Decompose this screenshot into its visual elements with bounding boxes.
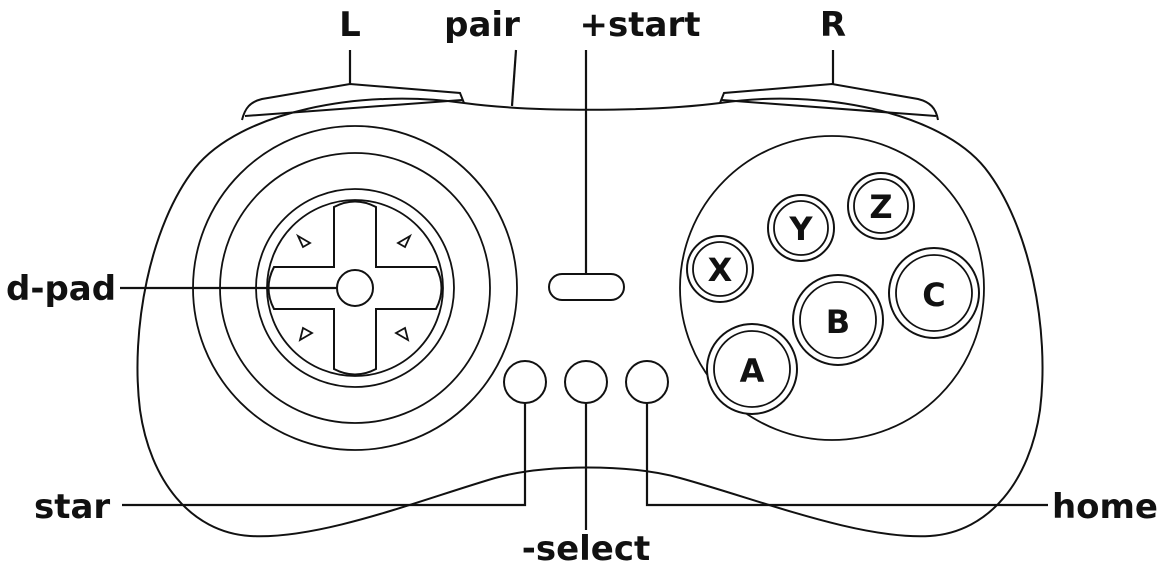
- dpad-triangle-up-right: [396, 233, 412, 249]
- face-button-b[interactable]: B: [792, 274, 884, 366]
- face-button-y[interactable]: Y: [767, 194, 835, 262]
- dpad-triangle-down-left: [298, 326, 314, 342]
- face-buttons-ring: [679, 135, 985, 441]
- face-button-c[interactable]: C: [888, 247, 980, 339]
- star-button[interactable]: [503, 360, 547, 404]
- label-dpad: d-pad: [6, 269, 116, 309]
- face-button-a[interactable]: A: [706, 323, 798, 415]
- controller-body: [136, 97, 1044, 538]
- leader-star: [122, 403, 527, 507]
- right-shoulder-button: [719, 82, 939, 121]
- label-star: star: [34, 487, 110, 527]
- dpad-triangle-up-left: [296, 233, 312, 249]
- label-home: home: [1052, 487, 1158, 527]
- leader-pair: [510, 49, 518, 107]
- label-start: +start: [580, 5, 701, 45]
- start-button[interactable]: [548, 273, 625, 301]
- svg-text:Y: Y: [788, 210, 813, 248]
- label-select: -select: [522, 529, 651, 569]
- label-pair: pair: [444, 5, 520, 45]
- svg-text:Z: Z: [869, 188, 892, 226]
- left-shoulder-button: [241, 82, 465, 121]
- face-button-x[interactable]: X: [686, 235, 754, 303]
- face-button-z[interactable]: Z: [847, 172, 915, 240]
- home-button[interactable]: [625, 360, 669, 404]
- label-l: L: [339, 5, 361, 45]
- svg-text:B: B: [826, 303, 850, 341]
- svg-text:X: X: [708, 251, 733, 289]
- svg-text:A: A: [740, 352, 765, 390]
- svg-text:C: C: [922, 276, 945, 314]
- leader-home: [645, 403, 1048, 507]
- dpad-triangle-down-right: [394, 326, 410, 342]
- label-r: R: [820, 5, 846, 45]
- select-button[interactable]: [564, 360, 608, 404]
